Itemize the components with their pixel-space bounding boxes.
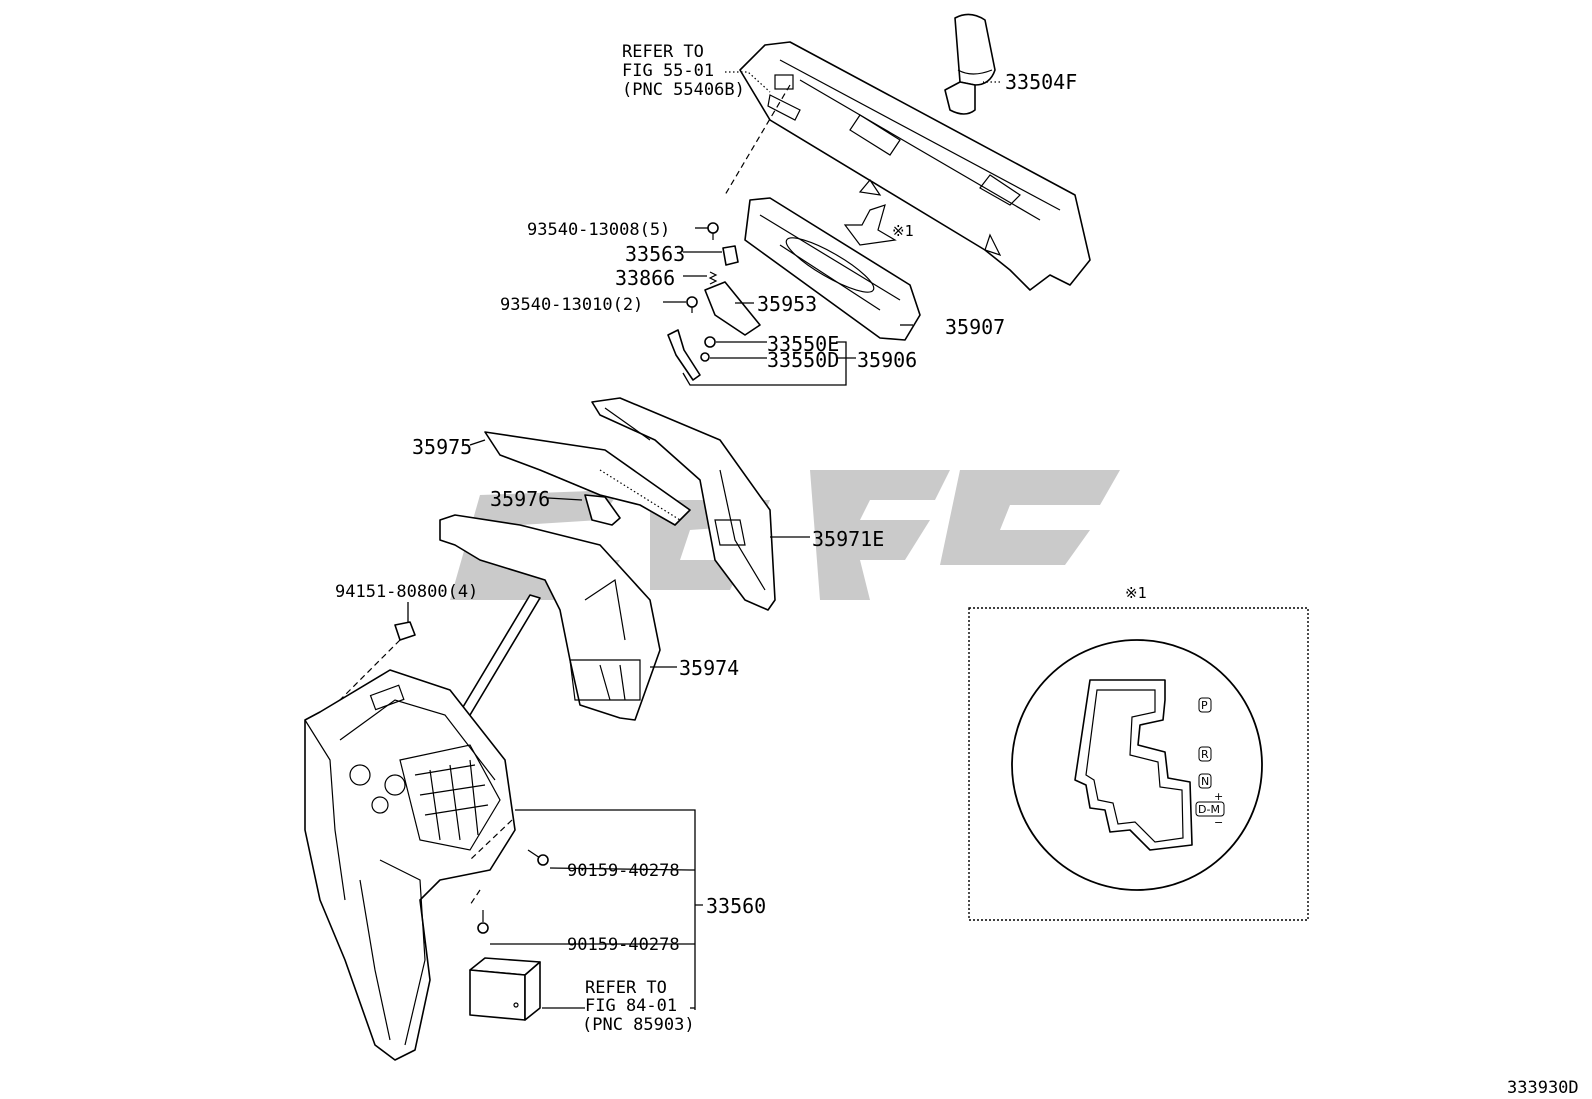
bolt-90159-a (527, 849, 549, 866)
spring-33866 (708, 271, 718, 285)
gear-plus-label: + (1214, 790, 1223, 803)
piece-35976 (584, 494, 621, 526)
gear-n-label: N (1201, 775, 1209, 788)
label-35974: 35974 (679, 656, 739, 680)
callout-labels: REFER TO FIG 55-01 (PNC 55406B) 33504F 9… (335, 42, 1077, 1035)
bolt-90159-b (477, 910, 489, 934)
label-35971E: 35971E (812, 527, 884, 551)
label-refer-fig55-2: FIG 55-01 (622, 61, 714, 81)
label-note-marker-arrow: ※1 (892, 222, 914, 240)
housing-35974 (439, 514, 661, 721)
label-33563: 33563 (625, 242, 685, 266)
bulb-33550D (700, 352, 710, 362)
cover-35971E (591, 397, 776, 611)
gear-r-indicator: R (1198, 746, 1212, 762)
label-94151-80800: 94151-80800(4) (335, 582, 478, 602)
lever-35953 (704, 281, 761, 336)
label-35907: 35907 (945, 315, 1005, 339)
shift-gate-slot-outer (1074, 679, 1193, 851)
inset-marker: ※1 (1125, 584, 1147, 602)
gear-n-indicator: N (1198, 773, 1212, 789)
gear-dm-indicator: D-M + − (1195, 790, 1225, 829)
label-33550D: 33550D (767, 348, 839, 372)
screw-93540-13008 (707, 222, 719, 240)
shift-gate-slot-inner (1085, 689, 1184, 843)
sheet-35975 (484, 431, 691, 526)
label-33550E: 33550E (767, 332, 839, 356)
label-93540-13010: 93540-13010(2) (500, 295, 643, 315)
nut-94151 (394, 621, 416, 641)
figure-id: 333930D (1507, 1078, 1579, 1098)
gear-p-indicator: P (1198, 697, 1212, 713)
label-33504F: 33504F (1005, 70, 1077, 94)
gear-dm-label: D-M (1198, 803, 1220, 816)
inset-frame (968, 607, 1309, 921)
label-33560: 33560 (706, 894, 766, 918)
shift-knob (944, 13, 996, 115)
label-93540-13008: 93540-13008(5) (527, 220, 670, 240)
indicator-plate (744, 197, 921, 341)
assembly-line-bolt-b (469, 889, 481, 906)
label-refer-fig55-1: REFER TO (622, 42, 704, 62)
bracket-33563 (722, 245, 739, 266)
label-35976: 35976 (490, 487, 550, 511)
label-refer-fig84-3: (PNC 85903) (582, 1015, 695, 1035)
inset-shift-pattern: ※1 P R N D-M + − (968, 584, 1309, 921)
shift-assembly-33560 (304, 669, 516, 1061)
label-35975: 35975 (412, 435, 472, 459)
label-refer-fig84-1: REFER TO (585, 978, 667, 998)
direction-arrow (843, 204, 897, 246)
gear-minus-label: − (1214, 816, 1223, 829)
label-33866: 33866 (615, 266, 675, 290)
leader-lines (407, 71, 1000, 1010)
label-90159-40278-b: 90159-40278 (567, 935, 680, 955)
label-refer-fig55-3: (PNC 55406B) (622, 80, 745, 100)
bulb-33550E (704, 336, 716, 348)
console-upper-panel (739, 41, 1091, 291)
screw-93540-13010 (686, 296, 698, 313)
label-35953: 35953 (757, 292, 817, 316)
label-35906: 35906 (857, 348, 917, 372)
wire-harness-35906 (667, 329, 701, 381)
gear-r-label: R (1201, 748, 1209, 761)
assembly-line-upper (724, 84, 791, 196)
label-refer-fig84-2: FIG 84-01 (585, 996, 677, 1016)
shift-gate-plate (1011, 639, 1263, 891)
shift-rod (455, 594, 541, 725)
label-90159-40278-a: 90159-40278 (567, 861, 680, 881)
control-unit-box (469, 957, 541, 1021)
gear-p-label: P (1201, 699, 1208, 712)
